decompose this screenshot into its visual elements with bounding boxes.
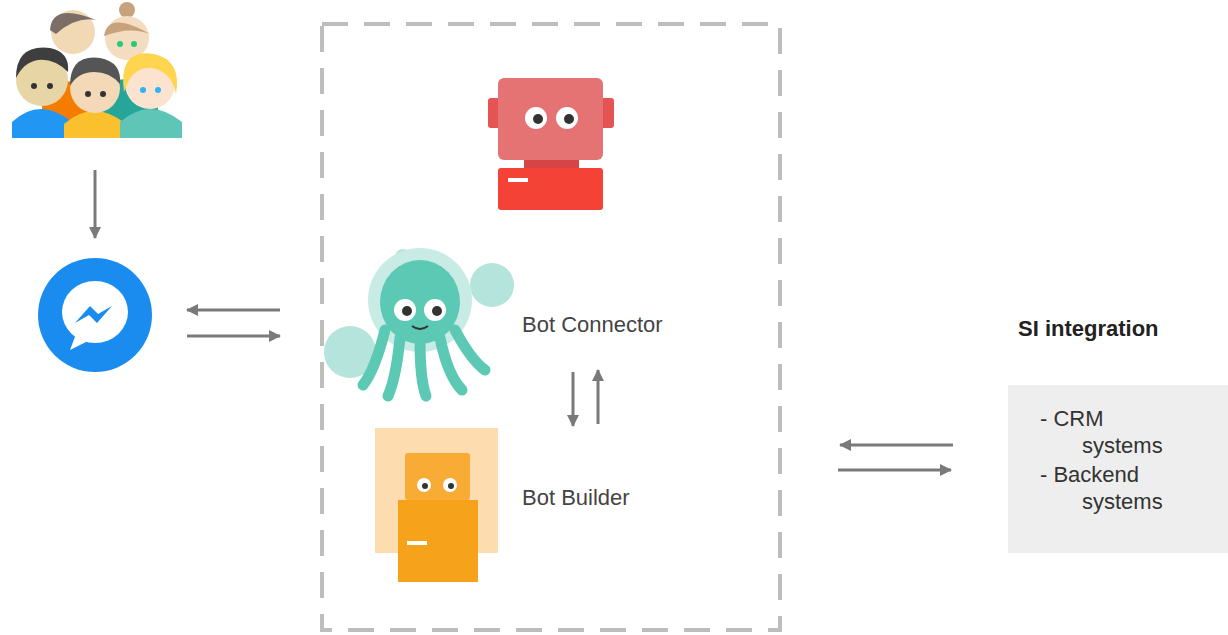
integration-box: SI integration- CRM systems- Backend sys… <box>1008 385 1228 553</box>
robot-icon <box>488 78 614 210</box>
list-item: - CRM systems <box>1040 405 1172 459</box>
node-label: Bot Builder <box>522 485 630 511</box>
node-label: Bot Connector <box>522 312 663 338</box>
people-icon <box>12 2 182 138</box>
octopus-icon <box>324 248 514 396</box>
node-label: SI integration <box>1018 316 1159 342</box>
connector-node: Bot Connector <box>340 250 505 368</box>
flow-arrow <box>840 444 953 447</box>
builder-node: Bot Builder <box>375 428 498 553</box>
connector-arrow <box>572 372 575 426</box>
flow-arrow <box>187 335 280 338</box>
flow-arrow <box>187 309 280 312</box>
flow-arrow <box>94 170 97 238</box>
platform-boundary <box>322 24 780 630</box>
list-item: - Backend systems <box>1040 461 1172 515</box>
connector-arrow <box>597 370 600 424</box>
builder-robot-icon <box>375 428 498 582</box>
flow-arrow <box>838 469 951 472</box>
messenger-icon <box>38 258 152 372</box>
